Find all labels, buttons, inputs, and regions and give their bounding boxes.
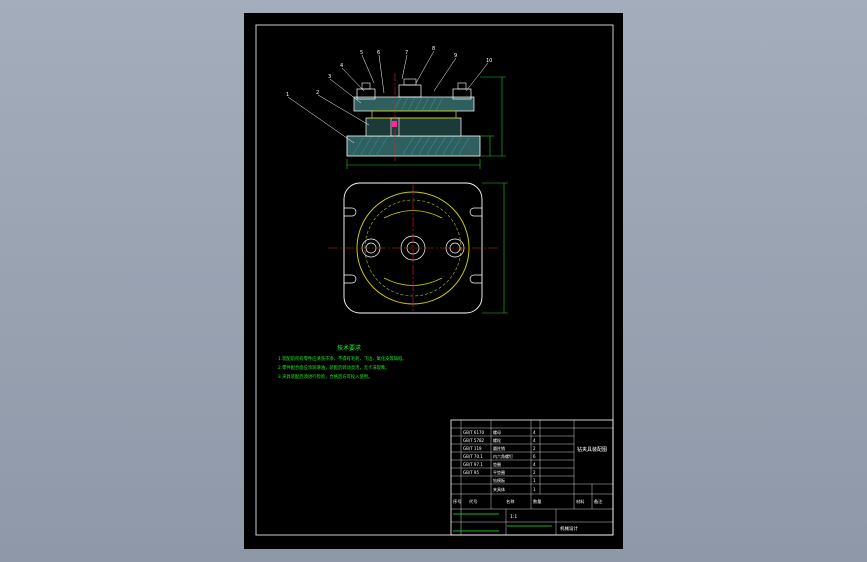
signature-marks [453,513,552,532]
part-code: GB/T 70.1 [463,454,483,459]
drill-bushing [398,84,422,98]
plan-dimensions [482,182,508,314]
section-dimensions [346,76,506,169]
bushing-head [403,78,417,86]
title-block: GB/T 6170 螺母 4 GB/T 5782 螺栓 4 GB/T 119 圆… [450,419,614,536]
header-cell: 材料 [576,498,585,505]
header-cell: 代号 [469,498,477,505]
part-qty: 4 [533,430,536,435]
part-qty: 2 [533,470,536,475]
drawing-canvas: 技术要求 1.装配前所有零件应清洗干净，不得有毛刺、飞边、氧化皮等缺陷。 2.零… [255,24,614,536]
right-nut [457,82,467,90]
part-balloon-10: 10 [486,58,492,64]
part-balloon-5: 5 [360,50,363,56]
part-qty: 1 [533,487,536,492]
header-cell: 序号 [453,498,461,505]
part-name: 夹具体 [493,486,505,492]
drawing-scale: 1:1 [510,514,517,520]
part-balloon-8: 8 [432,46,435,52]
part-name: 钻模板 [493,477,505,483]
title-block-grid [451,420,613,535]
school-name: 机械设计 [560,525,578,532]
mounting-slots [344,207,482,284]
part-balloon-9: 9 [454,53,457,59]
header-cell: 备注 [594,498,603,505]
part-qty: 6 [533,454,536,459]
notes-line-1: 1.装配前所有零件应清洗干净，不得有毛刺、飞边、氧化皮等缺陷。 [278,355,407,362]
balloon-leaders [287,50,489,144]
pin-highlight [392,121,397,127]
part-code: GB/T 119 [463,446,482,451]
part-name: 螺母 [493,429,501,435]
base-hatch [351,135,471,157]
part-balloon-1: 1 [286,92,289,98]
part-balloon-2: 2 [316,90,319,96]
notes-heading: 技术要求 [337,344,361,352]
part-balloon-4: 4 [340,63,343,69]
part-name: 内六角螺钉 [493,453,513,459]
part-balloon-7: 7 [405,50,408,56]
title-block-frame [450,419,614,536]
part-name: 圆柱销 [493,445,505,451]
header-cell: 名称 [506,498,514,505]
parts-list: GB/T 6170 螺母 4 GB/T 5782 螺栓 4 GB/T 119 圆… [463,429,536,492]
inner-frame [255,24,614,536]
part-balloon-6: 6 [377,50,380,56]
part-name: 平垫圈 [493,469,505,475]
part-code: GB/T 97.1 [463,462,483,467]
header-cell: 数量 [533,498,541,505]
section-view [287,50,506,169]
part-qty: 4 [533,438,536,443]
support-ring [371,110,457,119]
part-code: GB/T 95 [463,470,479,475]
header-row: 序号 代号 名称 数量 材料 备注 [453,498,603,505]
notes-line-3: 3.夹具装配后须进行检验，合格后方可投入使用。 [278,373,372,380]
balloon-group: 1 2 3 4 5 6 7 8 9 10 [286,46,492,98]
plate-hatch [393,96,444,112]
drawing-sheet: 技术要求 1.装配前所有零件应清洗干净，不得有毛刺、飞边、氧化皮等缺陷。 2.零… [244,13,623,549]
plan-view [328,182,508,314]
part-code: GB/T 6170 [463,430,485,435]
drawing-name: 钻夹具装配图 [577,446,607,453]
notes-line-2: 2.零件配合面应涂润滑油，装配后转动灵活，无卡滞现象。 [278,364,390,371]
left-nut [361,82,371,90]
part-qty: 4 [533,462,536,467]
fixture-body [365,117,462,137]
part-qty: 2 [533,446,536,451]
part-name: 垫圈 [493,461,501,467]
part-name: 螺栓 [493,437,501,443]
part-code: GB/T 5782 [463,438,485,443]
part-balloon-3: 3 [328,74,331,80]
part-qty: 1 [533,478,536,483]
technical-notes: 技术要求 1.装配前所有零件应清洗干净，不得有毛刺、飞边、氧化皮等缺陷。 2.零… [278,344,407,380]
